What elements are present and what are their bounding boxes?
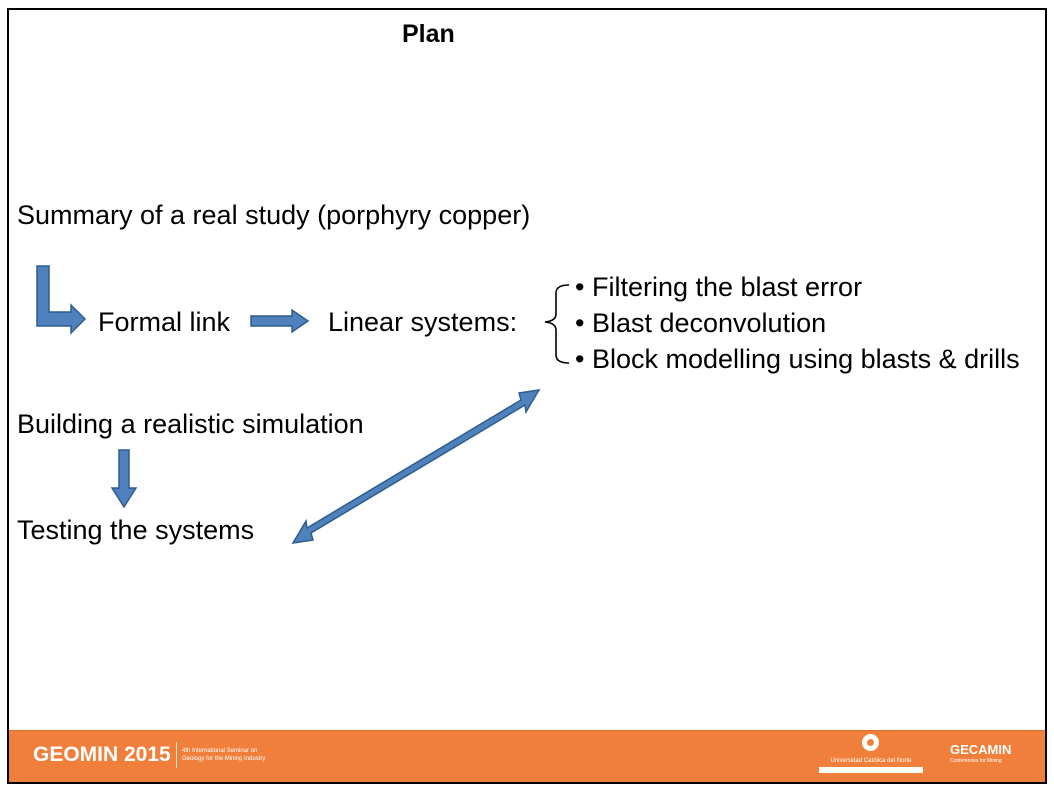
seminar-text: 4th International Seminar on Geology for… xyxy=(182,747,265,763)
brace-icon xyxy=(544,284,570,364)
linear-systems-text: Linear systems: xyxy=(328,307,518,337)
right-arrow-icon xyxy=(250,308,310,334)
university-logo: Universidad Católica del Norte xyxy=(815,734,927,778)
geomin-brand: GEOMIN 2015 xyxy=(33,743,171,766)
seminar-line-1: 4th International Seminar on xyxy=(182,748,258,754)
building-simulation-text: Building a realistic simulation xyxy=(17,409,364,439)
diagram-arrows xyxy=(36,265,570,544)
seminar-line-2: Geology for the Mining Industry xyxy=(182,756,266,762)
university-seal-icon xyxy=(862,734,879,751)
gecamin-subtitle: Conferences for Mining xyxy=(950,758,1002,764)
testing-systems-text: Testing the systems xyxy=(17,515,255,545)
slide-title: Plan xyxy=(402,20,455,48)
bullet-filtering: • Filtering the blast error xyxy=(575,272,863,302)
bent-arrow-icon xyxy=(36,265,87,335)
footer-divider xyxy=(176,742,177,768)
double-arrow-icon xyxy=(291,389,541,544)
footer-bar: GEOMIN 2015 4th International Seminar on… xyxy=(9,730,1045,782)
summary-text: Summary of a real study (porphyry copper… xyxy=(17,200,531,230)
university-bar xyxy=(819,767,923,773)
bullet-deconvolution: • Blast deconvolution xyxy=(575,308,827,338)
down-arrow-icon xyxy=(110,449,138,509)
slide: Plan Summary of a real study (porphyry c… xyxy=(7,8,1047,784)
university-name: Universidad Católica del Norte xyxy=(830,758,912,764)
gecamin-logo: GECAMIN xyxy=(950,742,1012,757)
formal-link-text: Formal link xyxy=(98,307,231,337)
bullet-block-modelling: • Block modelling using blasts & drills xyxy=(575,344,1020,374)
